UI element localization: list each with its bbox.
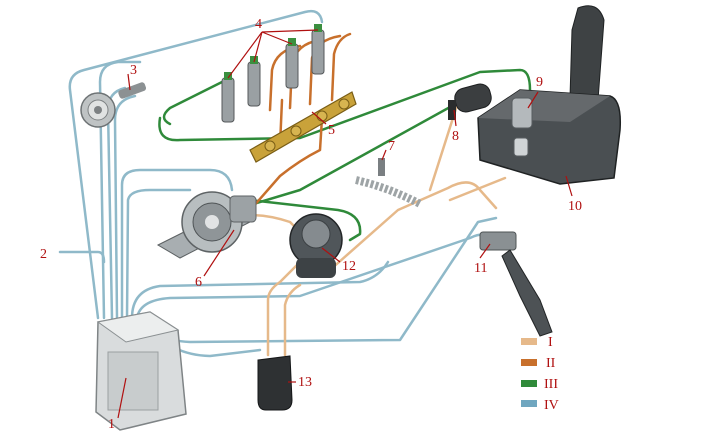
legend: I II III IV bbox=[521, 335, 559, 413]
wiring-iv bbox=[58, 9, 498, 358]
label-13: 13 bbox=[298, 375, 312, 390]
legend-item-ii: II bbox=[521, 356, 556, 371]
legend-swatch-ii bbox=[521, 359, 537, 366]
label-12: 12 bbox=[342, 259, 356, 274]
common-rail bbox=[249, 91, 357, 163]
legend-item-iv: IV bbox=[521, 398, 559, 413]
label-5: 5 bbox=[328, 123, 335, 138]
low-pressure-pump bbox=[289, 213, 343, 278]
label-7: 7 bbox=[388, 139, 395, 154]
crankshaft-pulley bbox=[80, 82, 147, 128]
ecu bbox=[95, 311, 187, 431]
legend-swatch-i bbox=[521, 338, 537, 345]
fuel-tank bbox=[477, 5, 622, 185]
legend-item-i: I bbox=[521, 335, 553, 350]
label-10: 10 bbox=[568, 199, 582, 214]
label-11: 11 bbox=[474, 261, 487, 276]
fuel-filter bbox=[448, 83, 492, 120]
label-2: 2 bbox=[40, 247, 47, 262]
label-1: 1 bbox=[108, 417, 115, 432]
legend-label-i: I bbox=[548, 335, 553, 350]
label-4: 4 bbox=[255, 17, 262, 32]
legend-label-ii: II bbox=[546, 356, 556, 371]
leader-lines bbox=[117, 29, 573, 419]
legend-label-iii: III bbox=[544, 377, 558, 392]
part-labels: 1 2 3 4 5 6 7 8 9 10 11 12 13 bbox=[40, 17, 582, 432]
camshaft-sensor bbox=[355, 158, 422, 208]
legend-swatch-iv bbox=[521, 400, 537, 407]
label-8: 8 bbox=[452, 129, 459, 144]
wiring-iii bbox=[158, 68, 532, 242]
accelerator-pedal bbox=[479, 231, 553, 337]
label-6: 6 bbox=[195, 275, 202, 290]
legend-swatch-iii bbox=[521, 380, 537, 387]
label-9: 9 bbox=[536, 75, 543, 90]
legend-item-iii: III bbox=[521, 377, 558, 392]
label-3: 3 bbox=[130, 63, 137, 78]
legend-label-iv: IV bbox=[544, 398, 559, 413]
sensor-13 bbox=[257, 355, 293, 411]
high-pressure-pump bbox=[156, 191, 257, 259]
